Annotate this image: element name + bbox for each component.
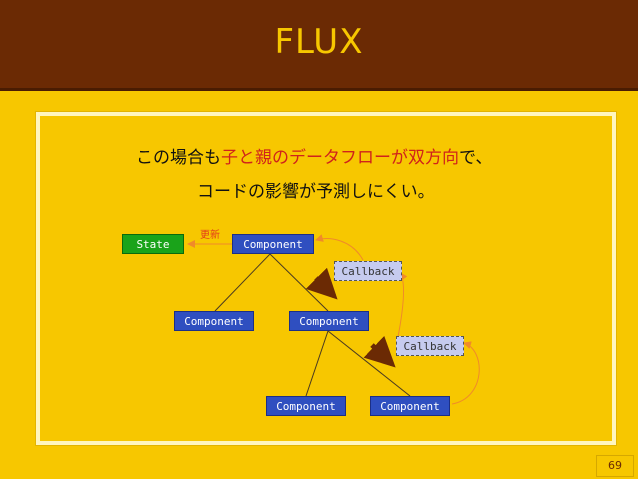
component-left: Component	[174, 311, 254, 331]
component-bottom-left: Component	[266, 396, 346, 416]
state-node: State	[122, 234, 184, 254]
callback-flow-upper	[315, 234, 364, 261]
line1-suffix: で、	[459, 148, 493, 168]
tree-edge-root-left	[214, 253, 271, 312]
direction-arrow-lower	[363, 335, 396, 368]
callback-flow-lower	[451, 341, 480, 405]
component-middle: Component	[289, 311, 369, 331]
direction-arrow-upper	[305, 267, 338, 300]
description-line-1: この場合も子と親のデータフローが双方向で、	[136, 143, 638, 168]
description-line-2: コードの影響が予測しにくい。	[197, 182, 435, 202]
slide-title: FLUX	[274, 22, 364, 62]
component-root: Component	[232, 234, 314, 254]
callback-flow-mid	[397, 272, 408, 338]
title-bar	[0, 0, 638, 91]
line1-highlight: 子と親のデータフローが双方向	[221, 148, 459, 168]
callback-lower: Callback	[396, 336, 464, 356]
tree-edge-root-right	[269, 253, 329, 312]
update-label: 更新	[200, 230, 220, 241]
callback-upper: Callback	[334, 261, 402, 281]
tree-edge-mid-left	[305, 330, 329, 397]
component-bottom-right: Component	[370, 396, 450, 416]
page-number: 69	[596, 455, 634, 477]
line1-prefix: この場合も	[136, 148, 221, 168]
